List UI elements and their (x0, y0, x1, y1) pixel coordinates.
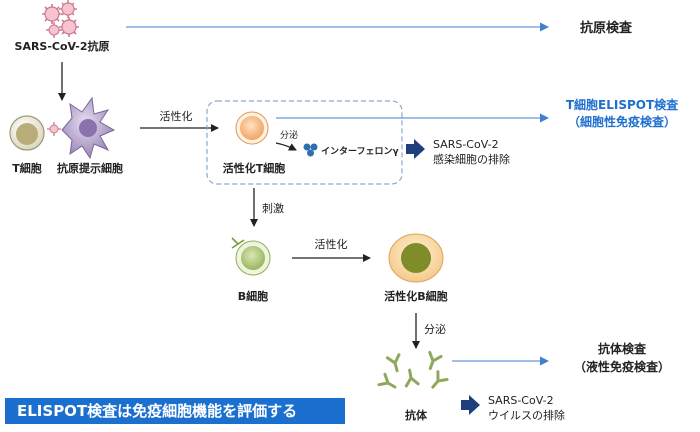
elimination-arrow-icon-1 (406, 139, 425, 159)
secretion-label-1: 分泌 (280, 129, 298, 141)
secretion-label-2: 分泌 (424, 323, 446, 336)
stimulation-label: 刺激 (262, 201, 284, 215)
antigen-presenting-cell-icon (61, 96, 116, 160)
antibody-cluster-icon (377, 350, 449, 389)
t-cell-label: T細胞 (12, 161, 42, 175)
antigen-test-label: 抗原検査 (580, 20, 633, 36)
activated-b-label: 活性化B細胞 (384, 289, 447, 303)
elispot-target-box (206, 100, 403, 185)
b-cell-icon (231, 237, 271, 276)
antibody-test-label: 抗体検査 (598, 341, 647, 356)
arrow-secretion-1 (275, 142, 297, 151)
activation-label-1: 活性化 (160, 109, 193, 123)
activation-label-2: 活性化 (315, 237, 348, 251)
presented-antigen-icon (47, 122, 61, 136)
elimination-virus-line2: ウイルスの排除 (488, 408, 565, 422)
apc-label: 抗原提示細胞 (57, 161, 123, 175)
antibody-test-subtitle: （液性免疫検査） (574, 359, 670, 374)
elimination-infected-line1: SARS-CoV-2 (433, 138, 499, 151)
t-elispot-test-label: T細胞ELISPOT検査 (566, 97, 679, 112)
antibody-label: 抗体 (405, 408, 428, 422)
elimination-virus-line1: SARS-CoV-2 (488, 394, 554, 407)
summary-banner: ELISPOT検査は免疫細胞機能を評価する (5, 398, 345, 424)
elimination-arrow-icon-2 (461, 395, 480, 415)
b-cell-label: B細胞 (238, 289, 268, 303)
elimination-infected-line2: 感染細胞の排除 (433, 152, 510, 166)
activated-b-cell-icon (388, 233, 444, 283)
interferon-molecule-icon (303, 143, 318, 157)
t-elispot-subtitle: （細胞性免疫検査） (568, 114, 676, 129)
interferon-label: インターフェロンγ (321, 145, 399, 157)
activated-t-cell-icon (235, 111, 269, 145)
virus-antigen-cluster-icon (42, 0, 79, 38)
t-cell-icon (9, 115, 45, 151)
antigen-label: SARS-CoV-2抗原 (15, 39, 110, 53)
activated-t-label: 活性化T細胞 (223, 161, 286, 175)
